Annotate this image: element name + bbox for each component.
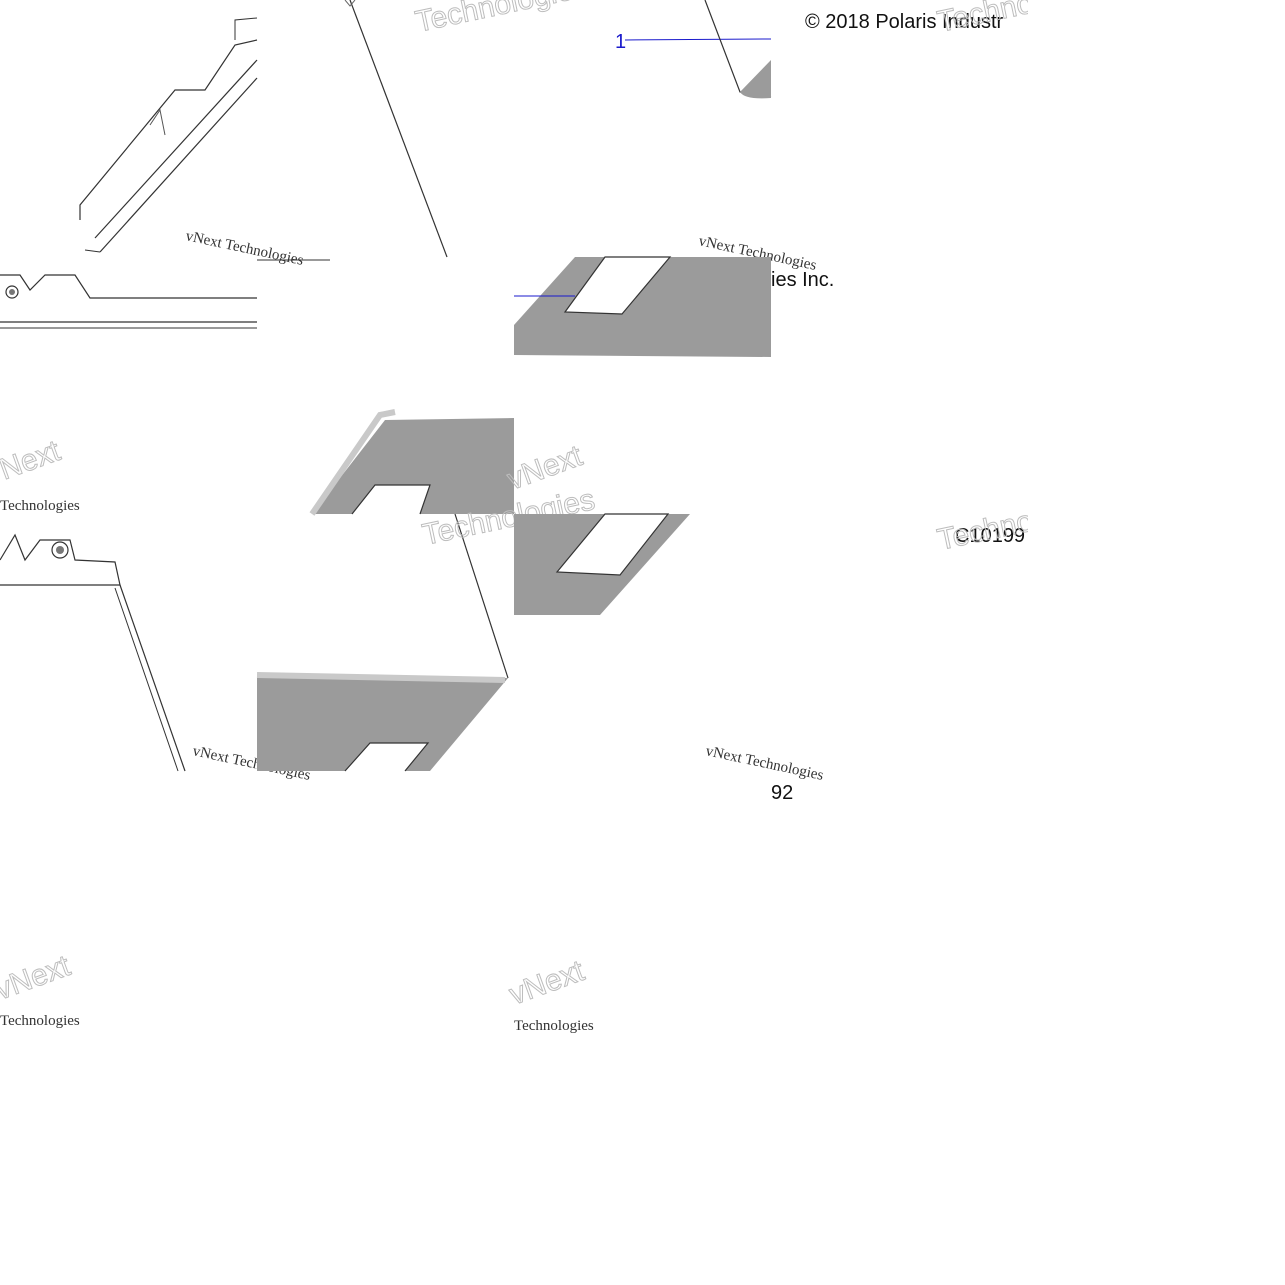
watermark-stamp-line2: Technologies <box>0 498 80 514</box>
part-code-tail: 92 <box>771 782 793 804</box>
tile-pad-right: vNext <box>503 256 771 497</box>
tile-pad-middle <box>257 259 514 516</box>
part-code: C10199 <box>955 525 1025 547</box>
watermark-big: vNext <box>0 949 75 1006</box>
tile-callout: 1 vNext Technologies <box>615 0 818 274</box>
watermark-stamp: vNext Technologies <box>184 228 305 269</box>
tile-bottom-fragments: 92 vNext Technologies vNext Technologies <box>0 782 793 1034</box>
copyright-text: © 2018 Polaris Industr <box>805 11 1004 33</box>
watermark-stamp-line2: Technologies <box>514 1018 594 1034</box>
copyright-text-tail: ies Inc. <box>771 269 834 291</box>
tile-leader-line: Technologies <box>344 0 591 258</box>
tile-module-base: Technologies vNext <box>0 274 257 514</box>
watermark-stamp-line2: Technologies <box>0 1013 80 1029</box>
tile-copyright-tail: ies Inc. <box>771 269 834 291</box>
watermark-big: Technologies <box>413 0 591 39</box>
tile-module-top-left: vNext Technologies <box>79 17 305 269</box>
blank-area-right <box>1028 0 1285 1285</box>
tile-pad-bottom: vNext Technologies <box>514 513 825 784</box>
watermark-big: vNext <box>505 954 589 1011</box>
watermark-stamp: vNext Technologies <box>704 743 825 784</box>
callout-leader <box>624 38 772 41</box>
callout-number: 1 <box>615 31 626 53</box>
watermark-big: vNext <box>0 434 65 491</box>
